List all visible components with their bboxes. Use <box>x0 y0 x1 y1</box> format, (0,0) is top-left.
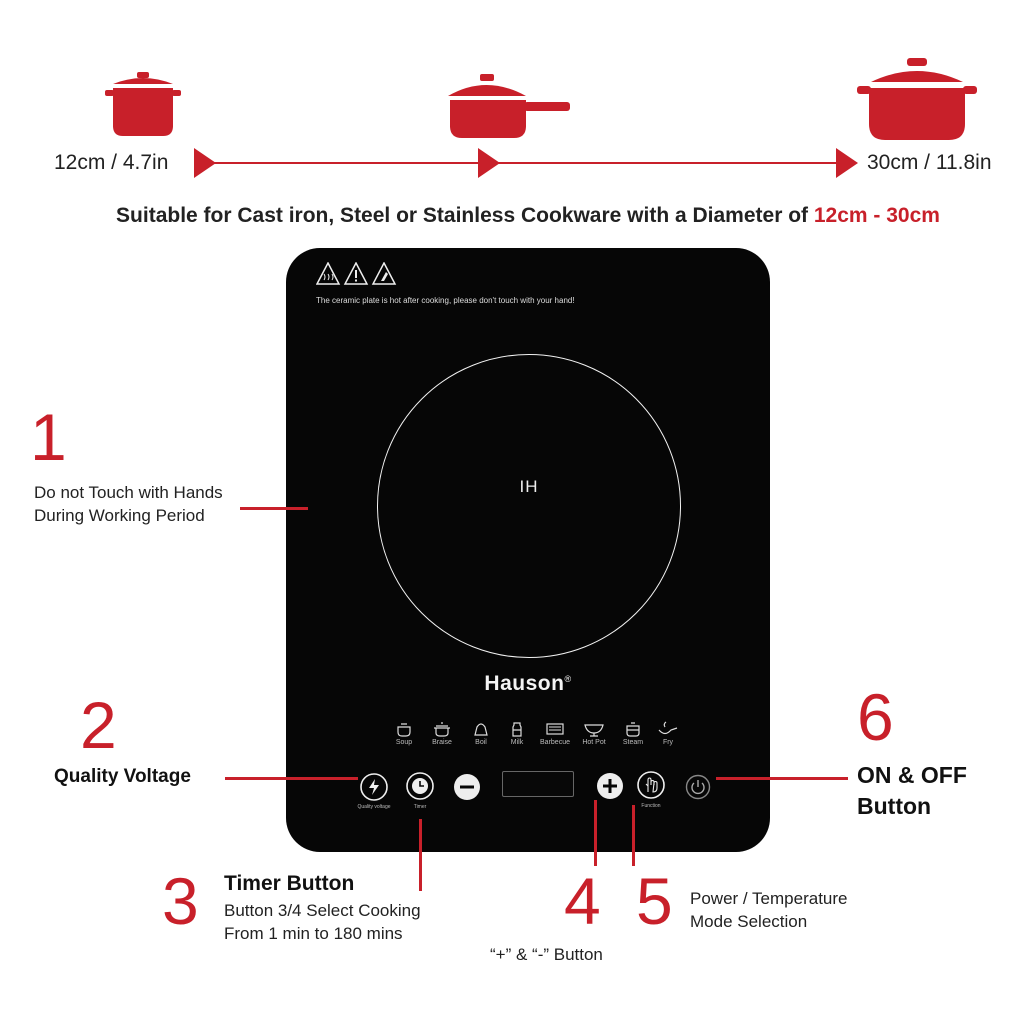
callout-2-number: 2 <box>80 688 117 762</box>
mode-soup[interactable]: Soup <box>381 721 427 746</box>
mode-braise[interactable]: Braise <box>419 721 465 746</box>
mode-label: Fry <box>662 739 674 746</box>
callout-3-line2: From 1 min to 180 mins <box>224 923 403 943</box>
steam-icon <box>626 722 640 737</box>
callout-6-number: 6 <box>857 680 894 754</box>
large-size-label: 30cm / 11.8in <box>867 151 992 174</box>
callout-6-line1: ON & OFF <box>857 762 967 788</box>
power-button[interactable] <box>685 774 711 800</box>
callout-5-line2: Mode Selection <box>690 911 808 931</box>
soup-icon <box>397 723 411 737</box>
callout-3-line <box>419 819 422 891</box>
function-button[interactable] <box>636 770 666 800</box>
callout-4-title: “+” & “-” Button <box>490 945 603 964</box>
milk-icon <box>512 722 522 737</box>
cookware-headline: Suitable for Cast iron, Steel or Stainle… <box>0 204 1024 228</box>
mode-label: Boil <box>475 739 487 746</box>
hot-surface-warning: The ceramic plate is hot after cooking, … <box>316 296 575 305</box>
mode-label: Soup <box>395 739 413 746</box>
hand-touch-icon <box>637 771 665 799</box>
callout-2-title: Quality Voltage <box>54 766 191 787</box>
hot-pot-icon <box>584 724 604 737</box>
mode-label: Milk <box>510 739 524 746</box>
timer-button-label: Timer <box>413 804 427 810</box>
headline-text: Suitable for Cast iron, Steel or Stainle… <box>116 204 814 227</box>
diameter-range: 12cm - 30cm <box>813 204 940 227</box>
mode-hot-pot[interactable]: Hot Pot <box>571 721 617 746</box>
callout-1-line1: Do not Touch with Hands <box>34 483 223 502</box>
minus-icon <box>454 774 480 800</box>
size-scale-arrow <box>192 146 860 185</box>
callout-3-title: Timer Button <box>224 872 355 895</box>
barbecue-icon <box>546 723 564 735</box>
callout-1-number: 1 <box>30 400 67 474</box>
callout-1-line <box>240 507 308 510</box>
callout-5-line1: Power / Temperature <box>690 889 848 908</box>
callout-6-text: ON & OFF Button <box>857 760 967 822</box>
mode-boil[interactable]: Boil <box>458 721 504 746</box>
callout-5-text: Power / Temperature Mode Selection <box>690 888 847 934</box>
mode-label: Barbecue <box>540 739 570 746</box>
callout-3-text: Button 3/4 Select Cooking From 1 min to … <box>224 900 421 946</box>
brand-logo: Hauson® <box>286 672 770 696</box>
voltage-button-label: Quality voltage <box>357 804 391 810</box>
function-button-label: Function <box>641 803 661 809</box>
warning-icons <box>315 261 400 291</box>
heating-zone: IH <box>377 354 681 658</box>
mode-label: Hot Pot <box>582 739 606 746</box>
callout-2-line <box>225 777 358 780</box>
plus-button[interactable] <box>595 771 625 801</box>
registered-mark: ® <box>564 674 572 684</box>
callout-6-line <box>716 777 848 780</box>
small-pot-icon <box>103 70 183 138</box>
mode-steam[interactable]: Steam <box>610 721 656 746</box>
brand-name: Hauson <box>484 672 565 695</box>
callout-4-number: 4 <box>564 864 601 938</box>
callout-3-number: 3 <box>162 864 199 938</box>
callout-6-line2: Button <box>857 793 932 820</box>
minus-button[interactable] <box>452 772 482 802</box>
small-size-label: 12cm / 4.7in <box>54 151 169 174</box>
mode-label: Braise <box>432 739 452 746</box>
callout-4-line <box>594 800 597 866</box>
ih-label: IH <box>519 477 539 496</box>
mode-label: Steam <box>622 739 644 746</box>
led-display <box>502 771 574 797</box>
callout-1-text: Do not Touch with Hands During Working P… <box>34 482 223 528</box>
fry-icon <box>658 721 678 735</box>
timer-button[interactable] <box>405 771 435 801</box>
mode-fry[interactable]: Fry <box>645 721 691 746</box>
mode-barbecue[interactable]: Barbecue <box>532 721 578 746</box>
callout-5-line <box>632 805 635 866</box>
boil-icon <box>474 723 488 736</box>
large-pot-icon <box>855 56 979 142</box>
callout-5-number: 5 <box>636 864 673 938</box>
power-icon <box>685 774 711 800</box>
plus-icon <box>597 773 623 799</box>
mode-milk[interactable]: Milk <box>494 721 540 746</box>
callout-1-line2: During Working Period <box>34 505 205 525</box>
quality-voltage-button[interactable] <box>359 772 389 802</box>
callout-3-line1: Button 3/4 Select Cooking <box>224 901 421 920</box>
clock-icon <box>406 772 434 800</box>
braise-icon <box>434 722 450 737</box>
induction-cooktop: The ceramic plate is hot after cooking, … <box>286 248 770 852</box>
lightning-icon <box>360 773 388 801</box>
saucepan-icon <box>446 70 572 140</box>
